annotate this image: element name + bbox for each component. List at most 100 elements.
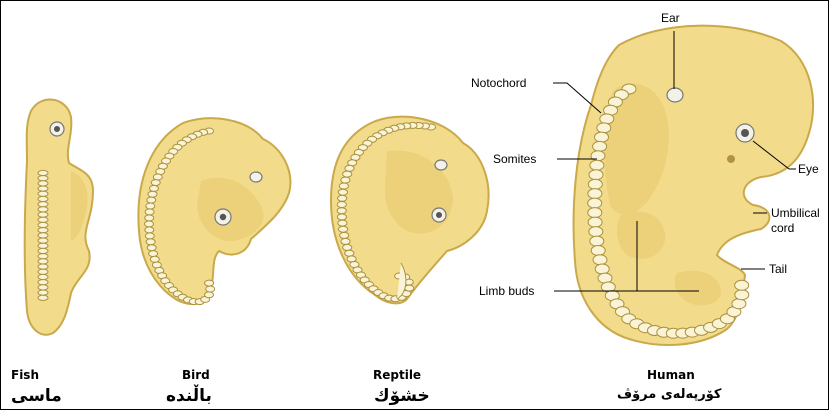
caption-bird-kurdish: باڵندە <box>166 384 212 406</box>
somite-bead <box>590 160 604 170</box>
somite-bead <box>338 189 347 195</box>
somite-bead <box>338 195 347 201</box>
somite-bead <box>588 217 602 227</box>
somite-bead <box>153 174 162 180</box>
somite-bead <box>38 228 48 233</box>
somite-bead <box>732 299 746 309</box>
caption-reptile-kurdish: خشۆك <box>374 386 430 406</box>
somite-bead <box>38 274 48 279</box>
somite-bead <box>205 280 214 286</box>
somite-bead <box>38 285 48 290</box>
bird-eye <box>215 209 231 225</box>
somite-bead <box>145 209 154 215</box>
somite-bead <box>148 191 157 197</box>
somite-bead <box>589 227 603 237</box>
somite-bead <box>735 290 749 300</box>
somite-bead <box>145 221 154 227</box>
somite-bead <box>347 256 356 262</box>
somite-bead <box>145 227 154 233</box>
fish-somites <box>38 170 48 301</box>
somite-bead <box>38 196 48 201</box>
somite-bead <box>591 246 605 256</box>
somite-bead <box>147 197 156 203</box>
caption-human-kurdish: کۆرپەلەی مرۆڤ <box>617 387 722 402</box>
somite-bead <box>206 286 215 292</box>
somite-bead <box>598 273 612 283</box>
somite-bead <box>38 181 48 186</box>
somite-bead <box>339 226 348 232</box>
somite-bead <box>147 245 156 251</box>
caption-bird: Bird <box>182 368 210 382</box>
somite-bead <box>589 170 603 180</box>
human-nostril <box>727 155 735 163</box>
somite-bead <box>149 251 158 257</box>
somite-bead <box>337 214 346 220</box>
somite-bead <box>38 295 48 300</box>
somite-bead <box>593 255 607 265</box>
label-ear: Ear <box>661 11 680 25</box>
somite-bead <box>597 123 611 133</box>
caption-fish: Fish <box>11 368 39 382</box>
somite-bead <box>343 244 352 250</box>
fish-embryo <box>25 100 93 335</box>
caption-human: Human <box>647 368 695 382</box>
somite-bead <box>345 250 354 256</box>
somite-bead <box>588 208 602 218</box>
human-ear-vesicle <box>667 88 683 102</box>
human-embryo <box>574 26 814 345</box>
somite-bead <box>338 220 347 226</box>
label-tail: Tail <box>769 262 787 276</box>
somite-bead <box>38 290 48 295</box>
somite-bead <box>593 141 607 151</box>
somite-bead <box>38 233 48 238</box>
somite-bead <box>735 280 749 290</box>
reptile-embryo <box>331 117 489 304</box>
somite-bead <box>145 215 154 221</box>
somite-bead <box>150 185 159 191</box>
somite-bead <box>337 202 346 208</box>
somite-bead <box>588 179 602 189</box>
somite-bead <box>38 264 48 269</box>
somite-bead <box>38 280 48 285</box>
somite-bead <box>343 171 352 177</box>
somite-bead <box>151 180 160 186</box>
somite-bead <box>38 186 48 191</box>
somite-bead <box>588 189 602 199</box>
label-somites: Somites <box>493 152 536 166</box>
embryo-captions: Fish ماسی Bird باڵندە Reptile خشۆك Human… <box>11 368 722 406</box>
caption-fish-kurdish: ماسی <box>11 386 62 406</box>
somite-bead <box>38 222 48 227</box>
somite-bead <box>38 269 48 274</box>
somite-bead <box>590 236 604 246</box>
label-umbilical-cord-line2: cord <box>771 221 794 235</box>
somite-bead <box>146 239 155 245</box>
somite-bead <box>38 254 48 259</box>
label-eye: Eye <box>798 162 819 176</box>
reptile-eye <box>432 208 446 222</box>
somite-bead <box>341 238 350 244</box>
bird-embryo <box>138 118 290 304</box>
somite-bead <box>337 208 346 214</box>
somite-bead <box>150 256 159 262</box>
somite-bead <box>595 132 609 142</box>
somite-bead <box>38 212 48 217</box>
label-notochord: Notochord <box>471 76 526 90</box>
somite-bead <box>340 232 349 238</box>
somite-bead <box>38 170 48 175</box>
somite-bead <box>38 248 48 253</box>
somite-bead <box>146 203 155 209</box>
somite-bead <box>38 238 48 243</box>
human-eye <box>736 124 754 142</box>
somite-bead <box>341 177 350 183</box>
bird-ear-vesicle <box>250 172 262 182</box>
somite-bead <box>588 198 602 208</box>
somite-bead <box>38 176 48 181</box>
somite-bead <box>205 292 214 298</box>
label-limb-buds: Limb buds <box>479 284 534 298</box>
somite-bead <box>145 233 154 239</box>
fish-eye <box>50 122 64 136</box>
somite-bead <box>38 202 48 207</box>
reptile-ear-vesicle <box>435 160 447 170</box>
